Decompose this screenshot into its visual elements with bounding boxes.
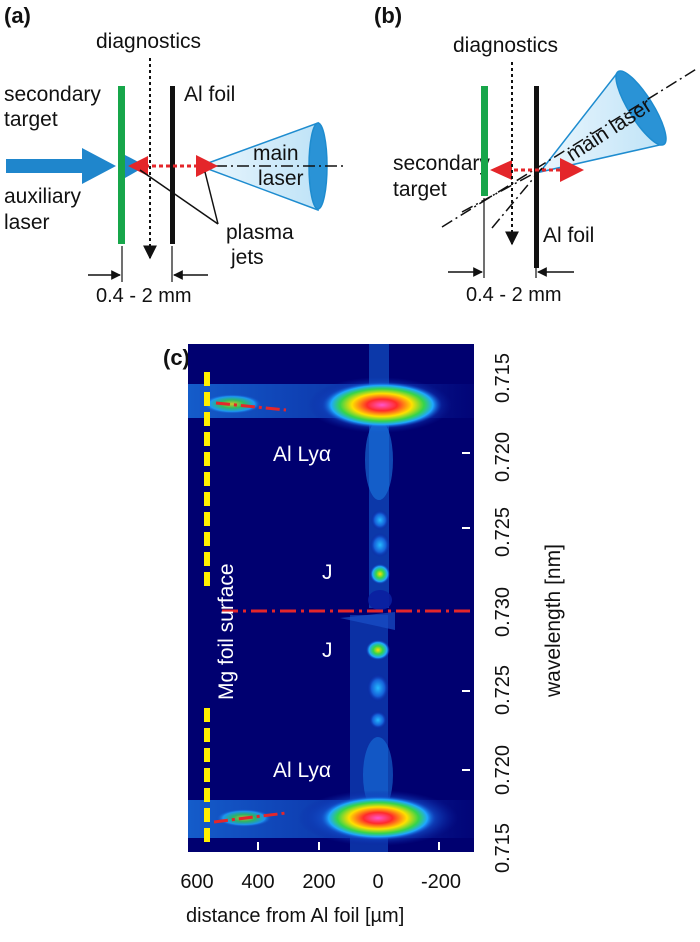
panel-a-jet-left-arrow <box>128 156 148 176</box>
al-lya-bottom-label: Al Lyα <box>273 759 331 782</box>
panel-b: (b) diagnostics secondary target main la… <box>374 3 699 306</box>
panel-a: (a) diagnostics secondary target Al foil… <box>4 3 345 307</box>
panel-a-jet-right-arrow <box>196 155 218 177</box>
panel-a-diagnostics-label: diagnostics <box>96 30 201 53</box>
j-top-label: J <box>322 561 333 584</box>
y-tick-label: 0.720 <box>492 745 514 795</box>
y-tick-label: 0.730 <box>492 587 514 637</box>
spectrum-image: Al Lyα Al Lyα J J Mg foil surface <box>188 344 474 852</box>
panel-a-auxiliary-label: auxiliary <box>4 185 82 208</box>
wavelength-axis: 0.715 0.720 0.725 0.730 0.725 0.720 0.715 <box>492 353 514 873</box>
al-lya-top-label: Al Lyα <box>273 443 331 466</box>
panel-a-target-label: target <box>4 108 58 131</box>
panel-a-pointer-1 <box>139 169 219 225</box>
x-tick-label: 400 <box>241 871 274 893</box>
panel-b-diagnostics-label: diagnostics <box>453 34 558 57</box>
panel-a-pointer-2 <box>204 171 219 225</box>
panel-c: (c) <box>163 344 565 927</box>
y-tick-label: 0.715 <box>492 353 514 403</box>
y-axis-label: wavelength [nm] <box>542 544 565 698</box>
x-tick-label: -200 <box>421 871 461 893</box>
bottom-red-dashdot <box>213 811 287 824</box>
panel-b-al-foil-label: Al foil <box>543 224 594 247</box>
panel-b-al-foil <box>534 86 539 268</box>
x-axis-label: distance from Al foil [µm] <box>186 905 404 927</box>
bottom-hotspot <box>320 796 436 840</box>
x-tick-label: 200 <box>302 871 335 893</box>
panel-a-al-foil <box>170 86 175 244</box>
y-tick-label: 0.725 <box>492 665 514 715</box>
j-bottom-label: J <box>322 639 333 662</box>
spectrum-background <box>188 344 474 852</box>
panel-a-al-foil-label: Al foil <box>184 83 235 106</box>
panel-b-jet-left-arrow <box>490 160 512 180</box>
panel-a-aux-laser-arrow <box>6 148 116 184</box>
panel-b-distance-label: 0.4 - 2 mm <box>466 284 562 306</box>
top-blob-1 <box>371 510 389 530</box>
bottom-blob-2 <box>369 711 387 729</box>
panel-a-plasma-label: plasma <box>226 221 294 244</box>
panel-b-jet-right-arrow <box>560 158 584 182</box>
top-left-spot <box>202 394 262 414</box>
top-blob-2 <box>370 533 390 557</box>
x-tick-label: 600 <box>180 871 213 893</box>
y-tick-label: 0.725 <box>492 507 514 557</box>
bottom-j-spot <box>366 640 390 660</box>
panel-b-reflect-axis-1 <box>461 167 545 213</box>
bottom-blob-1 <box>367 674 389 702</box>
panel-c-letter: (c) <box>163 345 190 370</box>
panel-a-laser-label: laser <box>258 167 304 190</box>
y-tick-label: 0.720 <box>492 432 514 482</box>
bottom-wedge <box>340 612 395 630</box>
mg-foil-surface-label: Mg foil surface <box>215 563 238 700</box>
panel-b-reflect-axis-2 <box>491 167 543 229</box>
top-tail <box>368 590 392 610</box>
top-hotspot <box>322 382 442 428</box>
panel-a-jets-label: jets <box>230 246 264 269</box>
y-tick-label: 0.715 <box>492 823 514 873</box>
top-red-dashdot <box>215 401 287 412</box>
top-column-glow <box>365 420 393 500</box>
panel-b-secondary-target <box>481 86 488 196</box>
x-tick-label: 0 <box>372 871 383 893</box>
panel-b-secondary-label: secondary <box>393 152 490 175</box>
panel-a-distance-label: 0.4 - 2 mm <box>96 285 192 307</box>
panel-b-target-label: target <box>393 178 447 201</box>
panel-a-main-label: main <box>253 142 299 165</box>
top-j-spot <box>370 564 390 584</box>
panel-a-letter: (a) <box>4 3 31 28</box>
panel-a-aux-laser-label: laser <box>4 211 50 234</box>
panel-a-secondary-target <box>118 86 125 244</box>
panel-b-cone-end <box>615 70 667 146</box>
panel-b-letter: (b) <box>374 3 402 28</box>
distance-axis: 600 400 200 0 -200 <box>180 871 461 893</box>
panel-a-secondary-label: secondary <box>4 83 101 106</box>
